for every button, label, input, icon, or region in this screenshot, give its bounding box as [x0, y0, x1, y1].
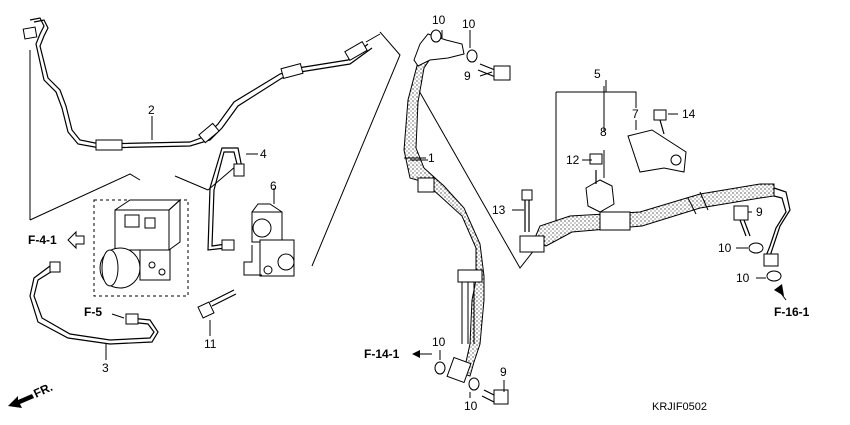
arrow-left-icon — [67, 230, 85, 250]
label-part-9-top: 9 — [464, 69, 471, 83]
label-part-10-a: 10 — [432, 13, 446, 27]
brake-hose-rear — [519, 183, 791, 267]
label-part-12: 12 — [566, 153, 580, 167]
label-part-2: 2 — [148, 103, 155, 117]
label-part-10-b: 10 — [462, 17, 476, 31]
label-part-4: 4 — [260, 147, 267, 161]
label-part-11: 11 — [204, 337, 217, 351]
label-part-10-e: 10 — [432, 335, 446, 349]
joint-part-6 — [243, 188, 295, 277]
ref-f-5[interactable]: F-5 — [84, 305, 102, 319]
arrow-up-right-icon — [774, 284, 784, 296]
bolt-part-12 — [589, 153, 603, 184]
label-part-10-d: 10 — [736, 271, 750, 285]
label-part-5: 5 — [594, 67, 601, 81]
front-direction-indicator: FR. — [8, 380, 55, 408]
label-part-9-right: 9 — [756, 205, 763, 219]
arrow-right-icon — [412, 350, 420, 358]
bolt-part-13 — [521, 189, 533, 232]
label-part-7: 7 — [632, 107, 639, 121]
lower-bolt-washers — [434, 361, 509, 405]
bolt-part-11 — [197, 289, 237, 336]
hose-bracket-group — [555, 86, 687, 226]
ref-f-16-1-pointer — [779, 291, 787, 301]
leader-lines — [151, 30, 766, 398]
abs-modulator — [93, 198, 189, 297]
bolt-part-14 — [653, 109, 667, 135]
ref-f-5-pointer — [111, 313, 125, 319]
brake-hose-part-1 — [403, 33, 485, 384]
short-pipe-part-4 — [207, 147, 245, 251]
label-part-3: 3 — [102, 361, 109, 375]
label-part-13: 13 — [492, 203, 506, 217]
front-label: FR. — [31, 380, 54, 401]
label-part-6: 6 — [270, 179, 277, 193]
label-part-10-f: 10 — [464, 399, 478, 413]
label-part-14: 14 — [682, 107, 696, 121]
ref-f-14-1[interactable]: F-14-1 — [364, 347, 400, 361]
upper-bolt-washers — [430, 29, 511, 81]
diagram-code: KRJIF0502 — [652, 401, 707, 413]
right-bolt-washers — [733, 205, 782, 282]
label-part-9-bottom: 9 — [500, 365, 507, 379]
ref-f-16-1[interactable]: F-16-1 — [774, 305, 810, 319]
label-part-8: 8 — [600, 125, 607, 139]
label-part-10-c: 10 — [718, 241, 732, 255]
brake-pipe-lower — [29, 261, 159, 360]
ref-f-4-1[interactable]: F-4-1 — [28, 233, 57, 247]
front-arrow-icon — [8, 394, 34, 408]
label-part-1: 1 — [428, 151, 435, 165]
brake-pipe-upper — [22, 17, 381, 151]
